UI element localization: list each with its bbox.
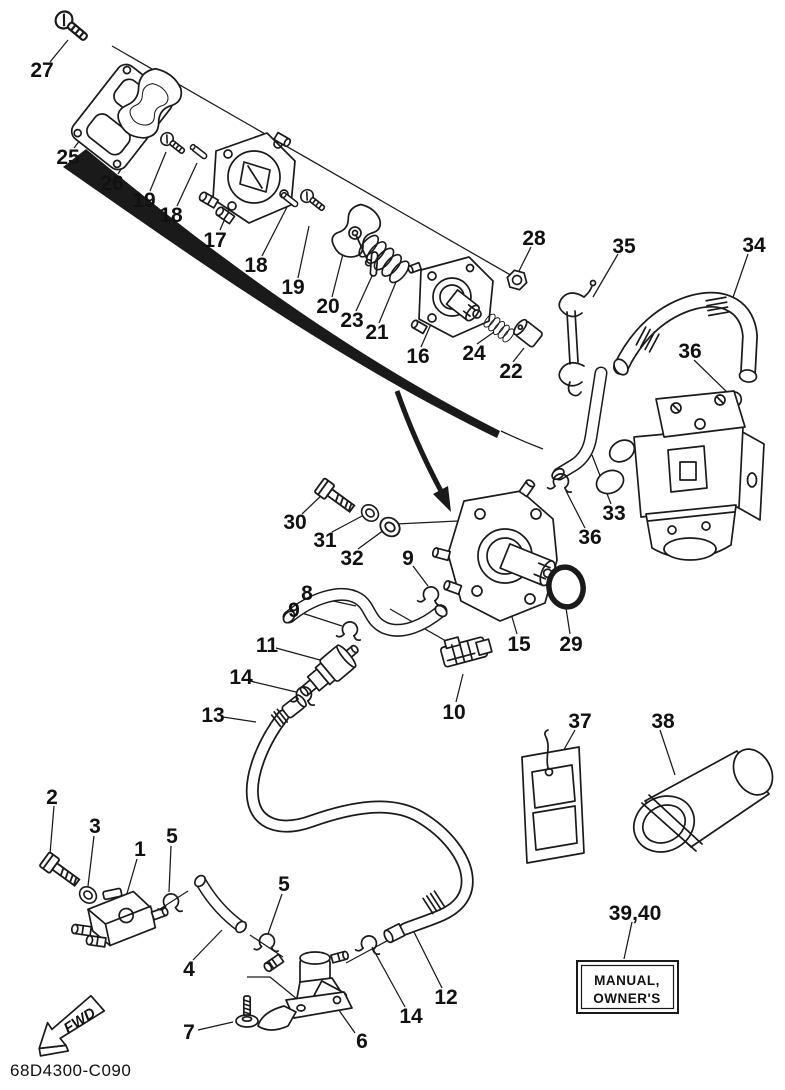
gasket-26 xyxy=(117,67,183,139)
callout-36-b: 36 xyxy=(578,526,601,549)
hose-12-ribs xyxy=(422,890,446,915)
callout-25: 25 xyxy=(56,146,80,169)
washer-3 xyxy=(75,882,101,908)
callout-33: 33 xyxy=(602,502,625,525)
callout-12: 12 xyxy=(434,986,457,1009)
callout-26: 26 xyxy=(100,172,123,195)
pump-body-17 xyxy=(198,131,296,225)
callout-19-a: 19 xyxy=(132,189,155,212)
callout-18-a: 18 xyxy=(159,204,183,227)
callout-35: 35 xyxy=(612,235,636,258)
hose-13 xyxy=(245,694,474,944)
washer-31 xyxy=(357,500,383,526)
motion-swoosh xyxy=(63,149,500,438)
clip-9-b xyxy=(335,619,364,642)
callout-36-a: 36 xyxy=(678,340,701,363)
callout-34: 34 xyxy=(742,234,766,257)
callout-23: 23 xyxy=(340,309,363,332)
pipe-33 xyxy=(551,366,608,481)
washer-32 xyxy=(375,512,405,542)
callout-19-b: 19 xyxy=(281,276,304,299)
callout-22: 22 xyxy=(499,360,522,383)
screw-27 xyxy=(51,6,93,47)
callout-30: 30 xyxy=(283,511,306,534)
hose-12-tip xyxy=(383,922,406,944)
callout-38: 38 xyxy=(651,710,675,733)
hose-8 xyxy=(282,587,448,637)
callout-9-a: 9 xyxy=(402,547,414,570)
callout-14-a: 14 xyxy=(229,666,253,689)
callout-20: 20 xyxy=(316,295,339,318)
bolt-30 xyxy=(313,477,358,517)
callout-27: 27 xyxy=(30,59,53,82)
callout-3: 3 xyxy=(89,815,101,838)
callout-5-a: 5 xyxy=(166,825,178,848)
callout-24: 24 xyxy=(462,342,486,365)
callout-5-b: 5 xyxy=(278,873,290,896)
callout-4: 4 xyxy=(183,958,195,981)
carburetor xyxy=(595,390,765,561)
callout-9-b: 9 xyxy=(288,599,300,622)
callout-7: 7 xyxy=(183,1021,195,1044)
nut-28 xyxy=(504,268,530,292)
manual-label-line2: OWNER'S xyxy=(593,991,660,1006)
fuel-cock-6 xyxy=(257,950,353,1031)
callout-18-b: 18 xyxy=(244,254,268,277)
hose-34 xyxy=(613,291,759,383)
callout-28: 28 xyxy=(522,227,546,250)
callout-2: 2 xyxy=(46,786,58,809)
callout-31: 31 xyxy=(313,529,337,552)
pump-body-16 xyxy=(407,256,494,338)
fuel-joint-1 xyxy=(70,887,169,948)
callout-13: 13 xyxy=(201,704,224,727)
screw-7 xyxy=(235,995,259,1028)
callout-17: 17 xyxy=(203,229,226,252)
hose-4 xyxy=(193,874,248,934)
screw-19-a xyxy=(157,129,189,158)
clip-14-b xyxy=(354,933,383,956)
callout-14-b: 14 xyxy=(399,1005,423,1028)
tag-37 xyxy=(521,729,585,864)
fuel-filter-11 xyxy=(299,644,359,697)
manual-label-line1: MANUAL, xyxy=(594,973,660,988)
callout-21: 21 xyxy=(365,321,389,344)
plunger-22 xyxy=(513,318,543,348)
callout-15: 15 xyxy=(507,633,531,656)
callout-11: 11 xyxy=(256,634,279,657)
clamp-35 xyxy=(558,279,597,397)
callout-16: 16 xyxy=(406,345,429,368)
motion-swoosh-tail xyxy=(500,430,544,450)
bolt-2 xyxy=(38,851,83,891)
callout-labels: 27 25 26 19 18 17 18 19 20 23 21 16 24 2… xyxy=(30,59,766,1053)
joint-10 xyxy=(439,636,493,668)
callout-8: 8 xyxy=(301,582,313,605)
callout-29: 29 xyxy=(559,633,582,656)
callout-39-40: 39,40 xyxy=(609,902,662,925)
screw-19-b xyxy=(297,186,329,215)
pin-18-a xyxy=(188,143,209,161)
drawing-code: 68D4300-C090 xyxy=(10,1061,131,1080)
callout-6: 6 xyxy=(356,1030,368,1053)
callout-10: 10 xyxy=(442,701,465,724)
clip-5-b xyxy=(253,932,281,953)
clip-9-a xyxy=(416,584,445,607)
duct-38 xyxy=(632,748,774,853)
o-ring-29 xyxy=(546,564,586,610)
callout-37: 37 xyxy=(568,710,591,733)
callout-1: 1 xyxy=(134,838,146,861)
owners-manual-box: MANUAL, OWNER'S xyxy=(576,960,679,1014)
fuel-pump-15 xyxy=(431,479,558,622)
direction-arrow xyxy=(394,390,451,512)
fwd-arrow: FWD xyxy=(38,994,106,1057)
callout-32: 32 xyxy=(340,547,363,570)
